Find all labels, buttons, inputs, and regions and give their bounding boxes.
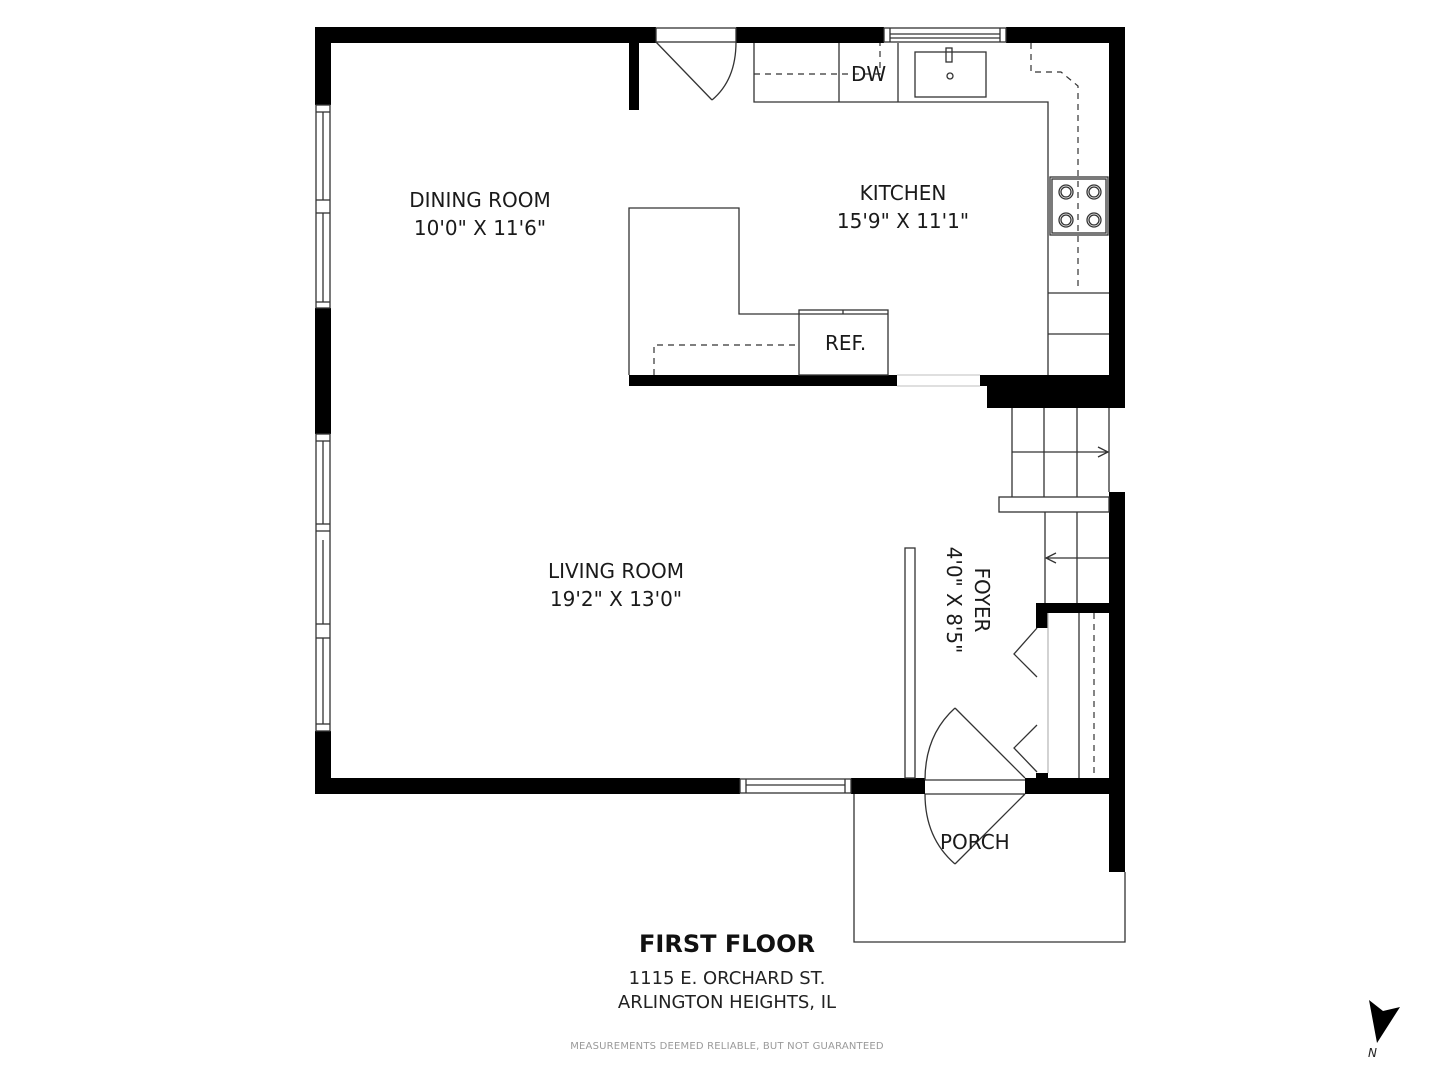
refrigerator-label: REF. [825, 331, 867, 355]
dashed-overhead-lines [653, 43, 1095, 778]
room-name: LIVING ROOM [547, 559, 685, 583]
dishwasher-label: DW [851, 62, 887, 86]
disclaimer-text: MEASUREMENTS DEEMED RELIABLE, BUT NOT GU… [570, 1041, 884, 1052]
room-dimensions: 4'0" X 8'5" [942, 546, 966, 654]
room-label-foyer: FOYER 4'0" X 8'5" [940, 547, 996, 654]
room-dimensions: 10'0" X 11'6" [413, 216, 547, 240]
room-label-porch: PORCH [940, 830, 1010, 854]
exterior-walls [315, 27, 1125, 872]
floor-title: FIRST FLOOR [639, 930, 815, 958]
room-dimensions: 15'9" X 11'1" [836, 209, 970, 233]
address: 1115 E. ORCHARD ST. ARLINGTON HEIGHTS, I… [618, 967, 836, 1015]
room-dimensions: 19'2" X 13'0" [549, 587, 683, 611]
address-line-1: 1115 E. ORCHARD ST. [628, 968, 826, 989]
north-arrow-icon [1369, 1000, 1400, 1043]
address-line-2: ARLINGTON HEIGHTS, IL [617, 992, 837, 1013]
room-name: FOYER [970, 567, 994, 633]
room-label-dining: DINING ROOM 10'0" X 11'6" [409, 186, 551, 242]
room-name: DINING ROOM [409, 188, 551, 212]
fixture-lines [315, 27, 1126, 943]
north-label: N [1368, 1046, 1377, 1060]
room-label-living: LIVING ROOM 19'2" X 13'0" [548, 557, 684, 613]
room-label-kitchen: KITCHEN 15'9" X 11'1" [837, 179, 969, 235]
room-name: KITCHEN [859, 181, 947, 205]
